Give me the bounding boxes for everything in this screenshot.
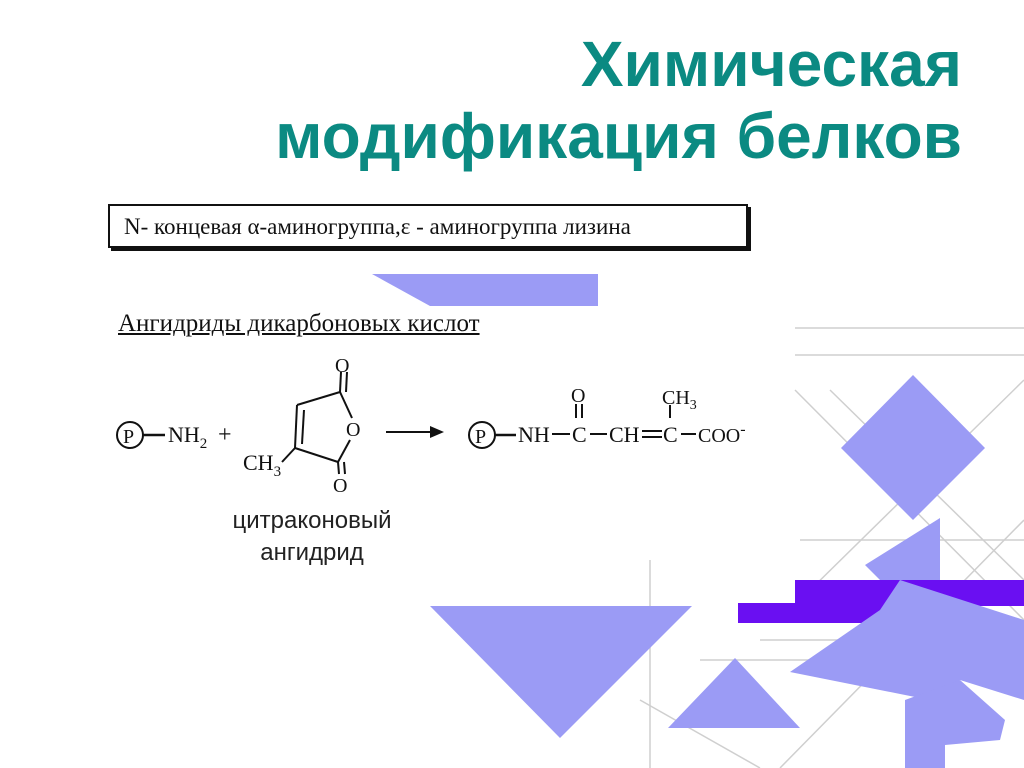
caption-line-1: цитраконовый bbox=[232, 507, 392, 534]
reagent-caption: цитраконовый ангидрид bbox=[212, 505, 412, 569]
triangle-large-down bbox=[430, 606, 692, 738]
ring-oxygen: O bbox=[346, 419, 360, 441]
product-oxygen: O bbox=[571, 385, 585, 407]
protein-label: P bbox=[123, 426, 134, 448]
triangle-bottom bbox=[668, 658, 800, 728]
product-c2: C bbox=[663, 422, 678, 447]
carbonyl-oxygen-top: O bbox=[335, 355, 349, 377]
product-coo: COO- bbox=[698, 421, 746, 447]
carbonyl-oxygen-bottom: O bbox=[333, 475, 347, 497]
product-nh: NH bbox=[518, 422, 550, 447]
methyl-group: CH3 bbox=[243, 450, 281, 480]
title-line-2: модификация белков bbox=[275, 100, 962, 172]
subheading: Ангидриды дикарбоновых кислот bbox=[118, 310, 480, 337]
product-methyl: CH3 bbox=[662, 387, 697, 413]
title-line-1: Химическая bbox=[580, 28, 962, 100]
product-c1: C bbox=[572, 422, 587, 447]
polygon-right-bottom bbox=[905, 680, 1005, 768]
anhydride-ring bbox=[281, 371, 353, 475]
band-top-shape bbox=[372, 274, 598, 306]
diamond-shape bbox=[841, 375, 985, 520]
arrow-shape bbox=[865, 518, 940, 600]
reaction-arrowhead bbox=[430, 426, 444, 438]
amino-groups-text: N- концевая α-аминогруппа,ε - аминогрупп… bbox=[124, 214, 631, 239]
amino-groups-box: N- концевая α-аминогруппа,ε - аминогрупп… bbox=[108, 204, 748, 248]
caption-line-2: ангидрид bbox=[260, 539, 364, 566]
purple-bar-lower bbox=[738, 603, 898, 623]
amine-group: NH2 bbox=[168, 422, 207, 452]
polygon-right-cluster bbox=[790, 580, 1024, 700]
slide-title: Химическая модификация белков bbox=[275, 28, 962, 172]
product-ch: CH bbox=[609, 422, 640, 447]
product-protein-label: P bbox=[475, 426, 486, 448]
plus-sign: + bbox=[218, 422, 232, 448]
